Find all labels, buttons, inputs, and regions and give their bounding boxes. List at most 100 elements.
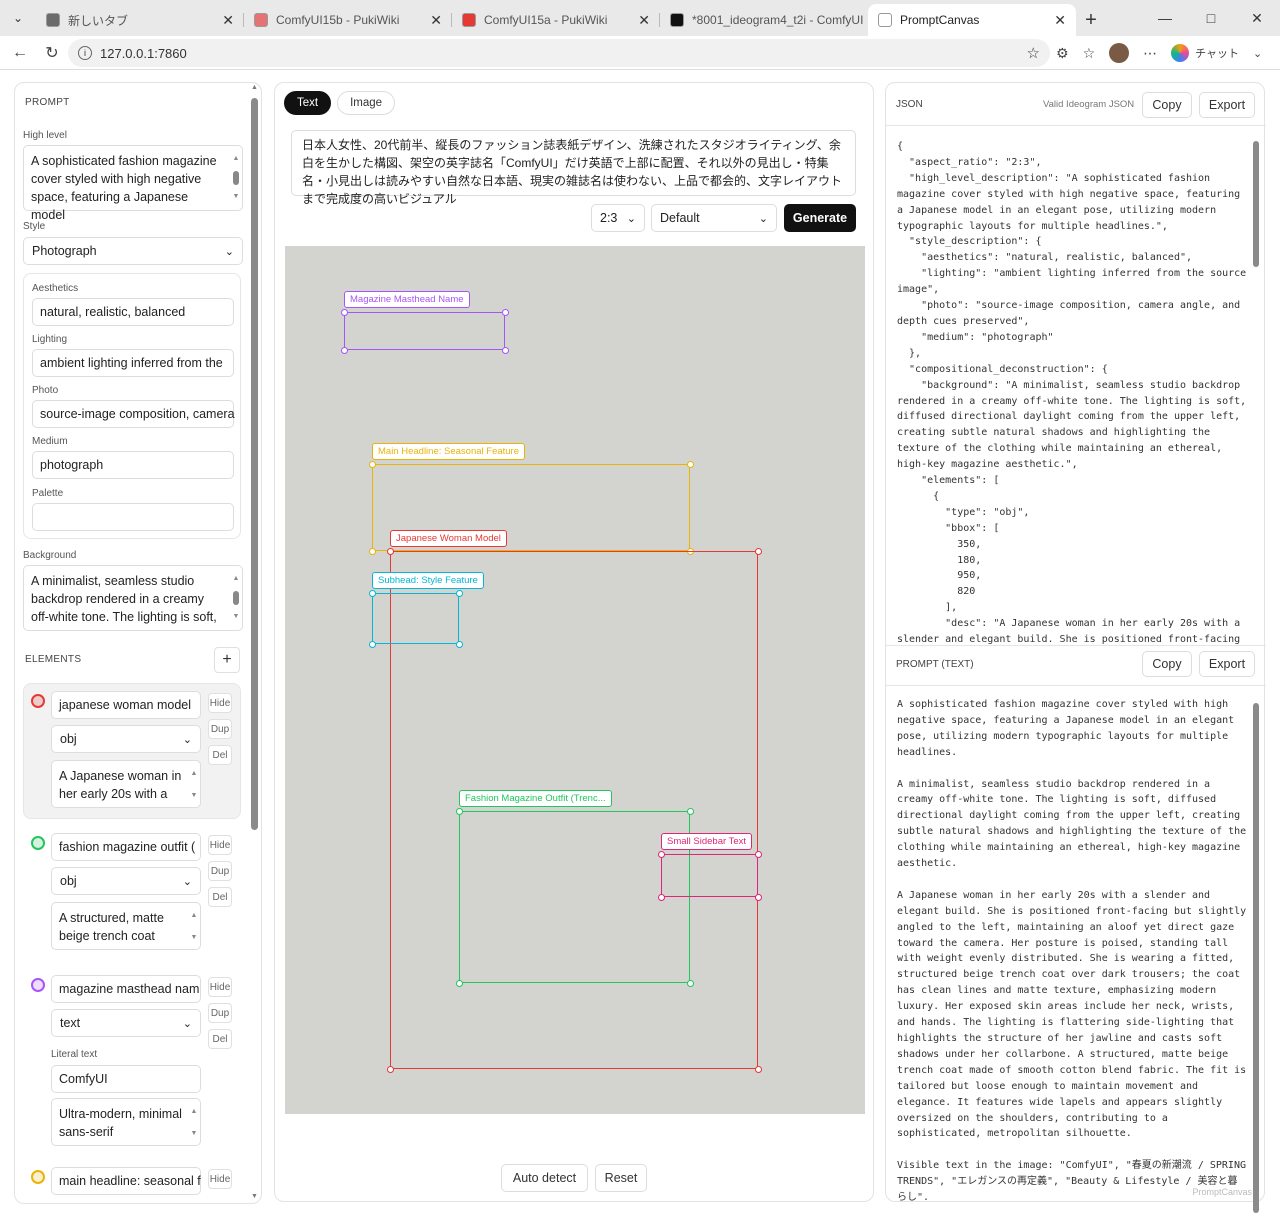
chat-label[interactable]: チャット <box>1195 48 1240 60</box>
style-select[interactable]: Photograph⌄ <box>23 237 243 265</box>
background-textarea[interactable]: A minimalist, seamless studio backdrop r… <box>23 565 243 631</box>
tab-text[interactable]: Text <box>284 91 332 115</box>
dup-element-button[interactable]: Dup <box>208 719 232 739</box>
hide-element-button[interactable]: Hide <box>208 977 232 997</box>
bbox-resize-handle[interactable] <box>686 807 694 815</box>
aesthetics-input[interactable]: natural, realistic, balanced <box>32 298 234 326</box>
element-type-select[interactable]: text⌄ <box>51 1009 201 1037</box>
bbox-region[interactable] <box>372 593 459 644</box>
prompt-output[interactable]: A sophisticated fashion magazine cover s… <box>897 697 1247 1203</box>
maximize-icon[interactable]: □ <box>1206 10 1216 26</box>
generate-button[interactable]: Generate <box>784 204 856 232</box>
high-level-textarea[interactable]: A sophisticated fashion magazine cover s… <box>23 145 243 222</box>
bbox-region[interactable] <box>459 811 690 983</box>
element-name-input[interactable]: japanese woman model <box>51 691 201 719</box>
bbox-resize-handle[interactable] <box>386 547 394 555</box>
add-element-button[interactable]: + <box>214 647 240 673</box>
bbox-resize-handle[interactable] <box>455 807 463 815</box>
url-text[interactable]: 127.0.0.1:7860 <box>100 45 187 61</box>
bbox-label[interactable]: Main Headline: Seasonal Feature <box>372 443 526 460</box>
bbox-resize-handle[interactable] <box>368 640 376 648</box>
close-tab-icon[interactable]: ✕ <box>222 11 234 28</box>
bbox-region[interactable] <box>661 854 758 897</box>
bbox-resize-handle[interactable] <box>368 589 376 597</box>
textarea-scrollbar[interactable]: ▲▼ <box>190 1108 198 1137</box>
tab-image[interactable]: Image <box>337 91 396 115</box>
del-element-button[interactable]: Del <box>208 887 232 907</box>
element-type-select[interactable]: obj⌄ <box>51 867 201 895</box>
close-tab-icon[interactable]: ✕ <box>430 11 442 28</box>
hide-element-button[interactable]: Hide <box>208 1169 232 1189</box>
minimize-icon[interactable]: — <box>1158 10 1172 26</box>
json-output[interactable]: { "aspect_ratio": "2:3", "high_level_des… <box>897 139 1247 645</box>
element-name-input[interactable]: magazine masthead nam <box>51 975 201 1003</box>
close-tab-icon[interactable]: ✕ <box>638 11 650 28</box>
del-element-button[interactable]: Del <box>208 1029 232 1049</box>
reset-button[interactable]: Reset <box>595 1164 647 1192</box>
url-field[interactable]: i 127.0.0.1:7860 ☆ <box>68 39 1050 67</box>
element-type-select[interactable]: obj⌄ <box>51 725 201 753</box>
browser-tab[interactable]: *8001_ideogram4_t2i - ComfyUI✕ <box>660 4 883 36</box>
bbox-resize-handle[interactable] <box>686 979 694 987</box>
browser-tab[interactable]: 新しいタブ✕ <box>36 4 244 36</box>
extensions-icon[interactable]: ⚙ <box>1056 44 1069 61</box>
bbox-resize-handle[interactable] <box>368 547 376 555</box>
hide-element-button[interactable]: Hide <box>208 693 232 713</box>
export-prompt-button[interactable]: Export <box>1199 651 1255 677</box>
bbox-label[interactable]: Japanese Woman Model <box>390 530 507 547</box>
more-menu-icon[interactable]: ⋯ <box>1143 44 1158 61</box>
element-color-dot[interactable] <box>31 836 45 850</box>
dup-element-button[interactable]: Dup <box>208 861 232 881</box>
element-desc-textarea[interactable]: A Japanese woman in her early 20s with a… <box>51 760 201 808</box>
lighting-input[interactable]: ambient lighting inferred from the <box>32 349 234 377</box>
bbox-resize-handle[interactable] <box>754 547 762 555</box>
photo-input[interactable]: source-image composition, camera <box>32 400 235 428</box>
scroll-up-icon[interactable]: ▲ <box>251 84 258 91</box>
bbox-resize-handle[interactable] <box>455 979 463 987</box>
bbox-resize-handle[interactable] <box>754 893 762 901</box>
reload-icon[interactable]: ↻ <box>45 44 59 62</box>
favorites-icon[interactable]: ☆ <box>1082 44 1096 61</box>
bbox-resize-handle[interactable] <box>501 308 509 316</box>
bbox-resize-handle[interactable] <box>386 1065 394 1073</box>
bbox-resize-handle[interactable] <box>340 308 348 316</box>
palette-input[interactable] <box>32 503 234 531</box>
literal-text-input[interactable]: ComfyUI <box>51 1065 201 1093</box>
browser-tab[interactable]: ComfyUI15a - PukiWiki✕ <box>452 4 660 36</box>
prompt-scroll-thumb[interactable] <box>1253 703 1259 1213</box>
aspect-select[interactable]: 2:3⌄ <box>591 204 645 232</box>
tab-list-chevron-icon[interactable]: ⌄ <box>12 11 24 25</box>
back-arrow-icon[interactable]: ← <box>12 43 28 61</box>
bbox-resize-handle[interactable] <box>340 346 348 354</box>
bbox-resize-handle[interactable] <box>657 850 665 858</box>
bbox-region[interactable] <box>372 464 690 551</box>
browser-tab[interactable]: ComfyUI15b - PukiWiki✕ <box>244 4 452 36</box>
copilot-icon[interactable] <box>1171 44 1190 62</box>
bbox-resize-handle[interactable] <box>754 1065 762 1073</box>
hide-element-button[interactable]: Hide <box>208 835 232 855</box>
bbox-label[interactable]: Small Sidebar Text <box>661 833 753 850</box>
textarea-scrollbar[interactable]: ▲▼ <box>232 155 240 200</box>
prompt-textarea[interactable]: 日本人女性、20代前半、縦長のファッション誌表紙デザイン、洗練されたスタジオライ… <box>291 130 856 206</box>
dup-element-button[interactable]: Dup <box>208 1003 232 1023</box>
bbox-region[interactable] <box>344 312 505 350</box>
copy-prompt-button[interactable]: Copy <box>1142 651 1192 677</box>
medium-input[interactable]: photograph <box>32 451 234 479</box>
export-json-button[interactable]: Export <box>1199 92 1255 118</box>
element-color-dot[interactable] <box>31 1170 45 1184</box>
bbox-label[interactable]: Fashion Magazine Outfit (Trenc... <box>459 790 612 807</box>
bbox-resize-handle[interactable] <box>501 346 509 354</box>
bbox-resize-handle[interactable] <box>657 893 665 901</box>
bbox-region[interactable] <box>390 551 758 1069</box>
bbox-label[interactable]: Magazine Masthead Name <box>344 291 470 308</box>
scroll-thumb[interactable] <box>251 98 258 830</box>
left-panel-scrollbar[interactable]: ▲ ▼ <box>251 84 258 1200</box>
element-desc-textarea[interactable]: Ultra-modern, minimal sans-serif▲▼ <box>51 1098 201 1146</box>
scroll-down-icon[interactable]: ▼ <box>251 1193 258 1200</box>
site-info-icon[interactable]: i <box>78 46 92 60</box>
element-desc-textarea[interactable]: A structured, matte beige trench coat▲▼ <box>51 902 201 950</box>
bbox-resize-handle[interactable] <box>455 640 463 648</box>
bbox-resize-handle[interactable] <box>686 460 694 468</box>
close-tab-icon[interactable]: ✕ <box>1054 11 1066 28</box>
